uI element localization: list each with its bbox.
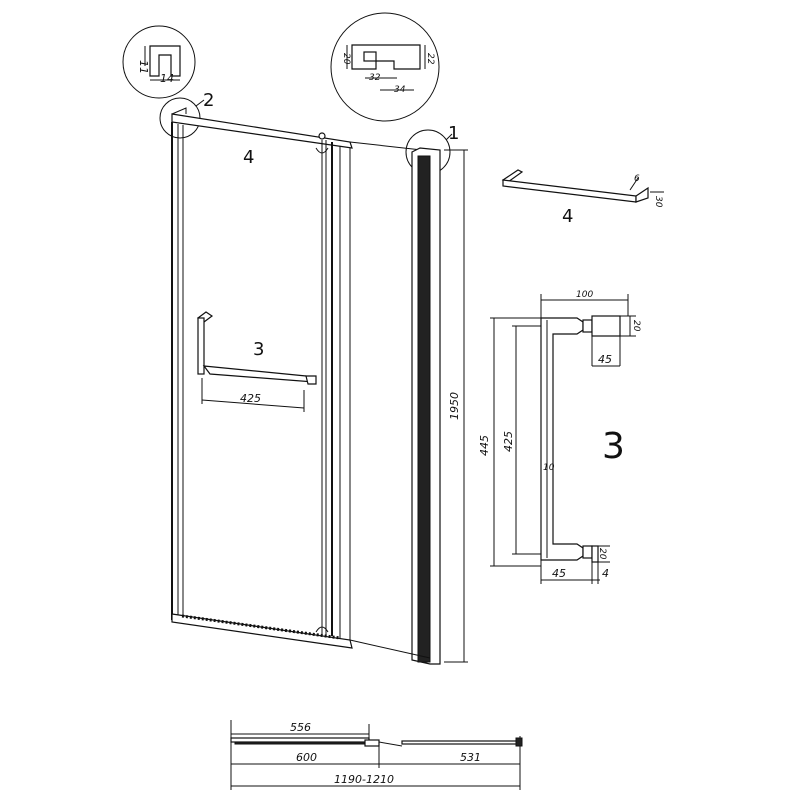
detail-1-channel-profile — [351, 44, 421, 70]
callout-1: 1 — [448, 123, 459, 144]
dim-handle-45-top: 45 — [598, 353, 612, 366]
dim-detail1-h-right: 22 — [425, 53, 435, 65]
dim-handle-425: 425 — [240, 392, 261, 405]
dim-handle-445: 445 — [478, 435, 491, 456]
dim-detail2-w: 14 — [160, 72, 174, 85]
callout-3-main: 3 — [253, 339, 264, 360]
dim-plan-556: 556 — [290, 721, 311, 734]
callout-2: 2 — [203, 90, 214, 111]
callout-4-detail: 4 — [562, 206, 573, 227]
handle-mount-bottom — [591, 545, 599, 563]
dim-handle-20-top: 20 — [631, 320, 641, 332]
dim-detail1-w-inner: 32 — [369, 73, 381, 83]
detail-1-profile: 20 22 32 34 — [330, 12, 440, 122]
dim-plan-total: 1190-1210 — [334, 773, 394, 786]
dim-plan-600: 600 — [296, 751, 317, 764]
detail-2-u-profile — [149, 45, 181, 77]
dim-detail1-w-outer: 34 — [394, 85, 406, 95]
detail-2-profile: 11 14 — [122, 25, 196, 99]
callout-3-detail: 3 — [602, 426, 625, 467]
dim-detail2-h: 11 — [137, 60, 150, 74]
dim-handle-45-bottom: 45 — [552, 567, 566, 580]
dim-towel-6: 6 — [634, 174, 640, 184]
handle-detail: 100 20 45 445 425 10 20 45 4 — [478, 290, 641, 584]
callout-4-main: 4 — [243, 147, 254, 168]
plan-fixed-panel — [401, 740, 519, 745]
handle-mount-top — [591, 315, 621, 337]
detail-2-circle — [122, 25, 196, 99]
wall-profile-channel — [417, 155, 431, 663]
dim-handle-100: 100 — [576, 290, 593, 300]
dim-handle-425-inner: 425 — [502, 431, 515, 452]
dim-handle-20-bottom: 20 — [597, 548, 607, 560]
dim-plan-531: 531 — [460, 751, 481, 764]
top-rail — [171, 113, 353, 149]
dim-detail1-h-left: 20 — [341, 53, 351, 65]
towel-bar — [502, 179, 637, 203]
door-handle — [196, 311, 317, 385]
towel-bar-detail: 6 30 4 — [501, 169, 664, 227]
main-door-view: 2 1 4 3 425 1950 — [159, 90, 468, 665]
detail-1-circle — [330, 12, 440, 122]
dim-height-1950: 1950 — [448, 392, 461, 420]
plan-door-panel — [230, 737, 370, 743]
dim-towel-30: 30 — [653, 196, 663, 208]
bottom-plan-view: 556 600 531 1190-1210 — [230, 720, 523, 790]
dim-handle-4: 4 — [602, 567, 609, 580]
dim-handle-10: 10 — [543, 463, 555, 473]
